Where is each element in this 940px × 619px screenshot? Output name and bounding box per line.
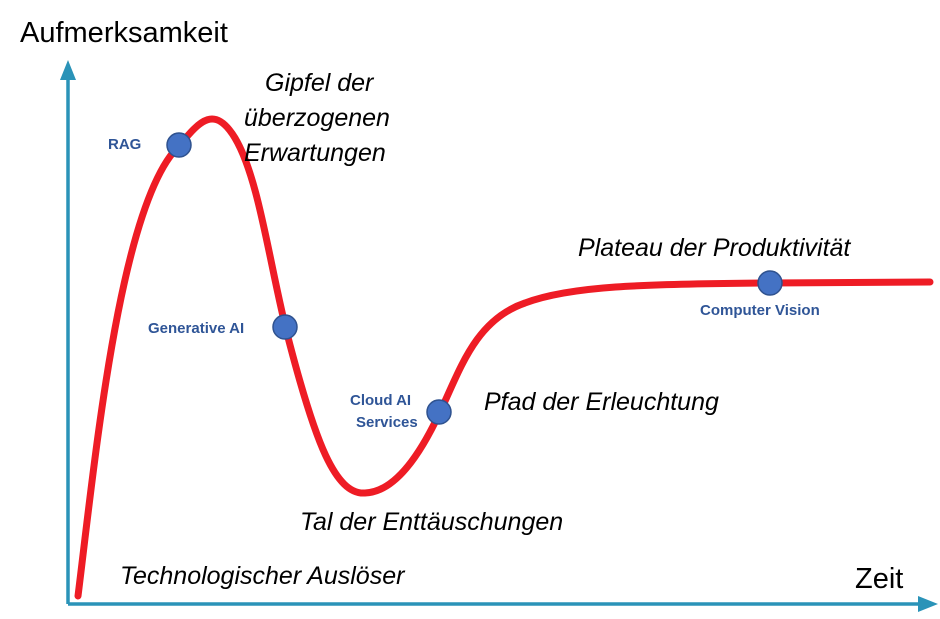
computer-vision-label: Computer Vision xyxy=(700,302,820,319)
phase-peak-line3: Erwartungen xyxy=(244,139,386,167)
generative-ai-label: Generative AI xyxy=(148,320,244,337)
cloud-ai-label-line1: Cloud AI xyxy=(350,392,411,409)
rag-label: RAG xyxy=(108,136,141,153)
phase-trough: Tal der Enttäuschungen xyxy=(300,508,563,536)
y-axis-arrow xyxy=(60,60,76,80)
rag-marker xyxy=(166,132,192,158)
phase-peak-line2: überzogenen xyxy=(244,104,390,132)
phase-slope: Pfad der Erleuchtung xyxy=(484,388,719,416)
hype-curve xyxy=(74,115,934,600)
generative-ai-marker xyxy=(272,314,298,340)
phase-peak-line1: Gipfel der xyxy=(265,69,375,97)
x-axis-label: Zeit xyxy=(855,563,903,595)
y-axis-label: Aufmerksamkeit xyxy=(20,17,228,49)
cloud-ai-services-marker xyxy=(426,399,452,425)
cloud-ai-label-line2: Services xyxy=(356,414,418,431)
phase-plateau: Plateau der Produktivität xyxy=(578,234,851,262)
x-axis-arrow xyxy=(918,596,938,612)
computer-vision-marker xyxy=(757,270,783,296)
phase-trigger: Technologischer Auslöser xyxy=(120,562,406,590)
